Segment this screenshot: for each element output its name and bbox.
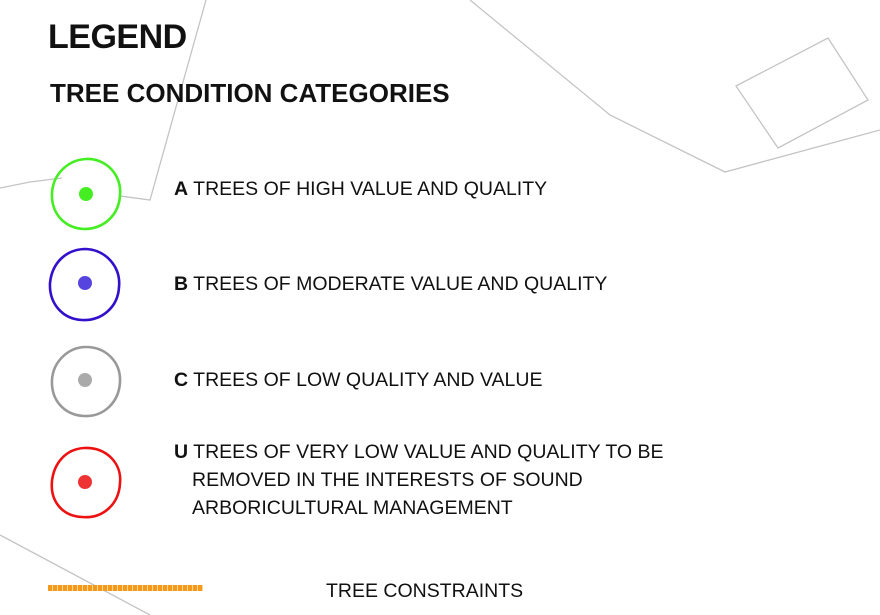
category-description: TREES OF MODERATE VALUE AND QUALITY bbox=[193, 273, 608, 295]
category-b-label: B TREES OF MODERATE VALUE AND QUALITY bbox=[174, 270, 607, 298]
category-b-symbol bbox=[44, 245, 124, 325]
category-c-symbol bbox=[46, 342, 126, 422]
category-c-label: C TREES OF LOW QUALITY AND VALUE bbox=[174, 366, 542, 394]
category-description: TREES OF VERY LOW VALUE AND QUALITY TO B… bbox=[193, 441, 664, 463]
category-description: TREES OF HIGH VALUE AND QUALITY bbox=[193, 178, 548, 200]
tree-constraints-line bbox=[48, 585, 203, 591]
boundary-line-lower bbox=[0, 534, 151, 615]
category-code: C bbox=[174, 369, 189, 391]
road-edge bbox=[469, 0, 880, 173]
tree-canopy-ring bbox=[50, 446, 122, 519]
category-description-line-3: ARBORICULTURAL MANAGEMENT bbox=[192, 497, 513, 519]
tree-stem-dot bbox=[78, 373, 92, 387]
boundary-line bbox=[0, 177, 63, 189]
tree-stem-dot bbox=[79, 187, 93, 201]
category-a-symbol bbox=[46, 155, 126, 235]
category-description-line-1: U TREES OF VERY LOW VALUE AND QUALITY TO… bbox=[174, 438, 664, 466]
category-u-symbol bbox=[46, 443, 126, 523]
category-a-label: A TREES OF HIGH VALUE AND QUALITY bbox=[174, 175, 547, 203]
category-description-line-2: REMOVED IN THE INTERESTS OF SOUND bbox=[192, 469, 583, 491]
tree-canopy-ring bbox=[50, 345, 122, 418]
tree-canopy-ring bbox=[48, 247, 121, 322]
tree-stem-dot bbox=[78, 475, 92, 489]
tree-stem-dot bbox=[78, 276, 92, 290]
tree-constraints-label: TREE CONSTRAINTS bbox=[326, 580, 524, 602]
legend-title: LEGEND bbox=[48, 18, 187, 56]
category-code: U bbox=[174, 441, 189, 463]
legend-subtitle: TREE CONDITION CATEGORIES bbox=[50, 78, 450, 108]
category-code: A bbox=[174, 178, 189, 200]
category-description: TREES OF LOW QUALITY AND VALUE bbox=[193, 369, 543, 391]
category-u-label: U TREES OF VERY LOW VALUE AND QUALITY TO… bbox=[174, 438, 664, 522]
building-outline bbox=[735, 37, 869, 149]
tree-canopy-ring bbox=[50, 157, 122, 231]
plot-outline bbox=[119, 0, 207, 201]
category-code: B bbox=[174, 273, 189, 295]
